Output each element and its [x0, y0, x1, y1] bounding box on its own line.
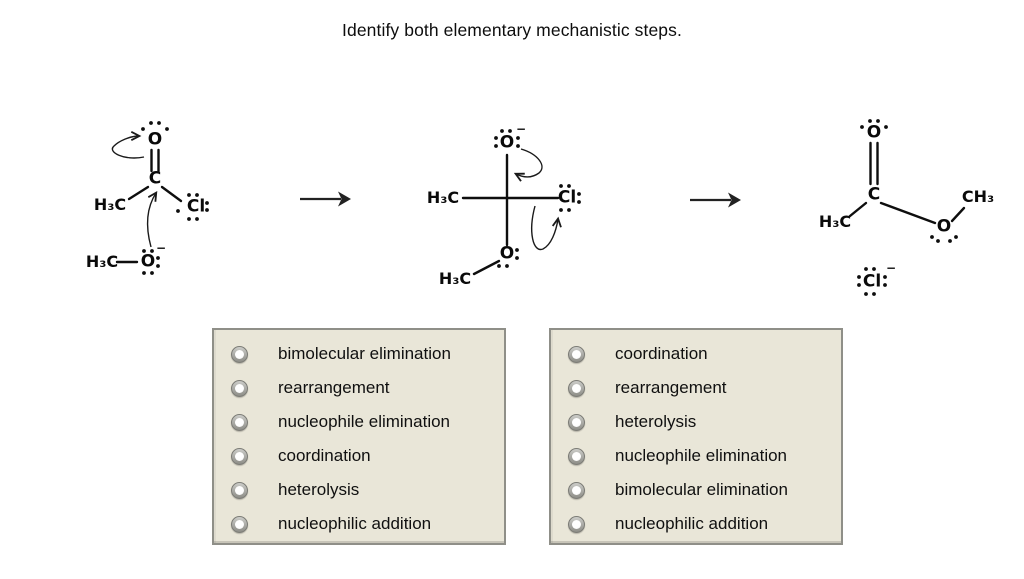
option-row[interactable]: bimolecular elimination	[214, 337, 504, 371]
option-row[interactable]: nucleophilic addition	[214, 507, 504, 541]
negative-charge: −	[515, 122, 527, 136]
option-label: bimolecular elimination	[615, 480, 788, 499]
atom-methyl: H₃C	[426, 188, 460, 207]
structure-intermediate: O − H₃C Cl O H₃C	[400, 110, 620, 300]
radio-button[interactable]	[568, 379, 585, 397]
reaction-arrow-2	[690, 192, 741, 208]
curly-arrows	[111, 136, 156, 248]
option-label: nucleophile elimination	[278, 412, 451, 431]
curly-arrows	[516, 148, 558, 251]
radio-button[interactable]	[568, 481, 585, 499]
radio-button[interactable]	[568, 413, 585, 431]
option-row[interactable]: nucleophile elimination	[214, 405, 504, 439]
negative-charge: −	[885, 261, 897, 275]
bond-lines	[115, 148, 183, 264]
radio-button[interactable]	[231, 515, 248, 533]
option-row[interactable]: nucleophile elimination	[551, 439, 841, 473]
option-label: coordination	[278, 446, 371, 465]
option-label: nucleophilic addition	[278, 514, 432, 533]
option-label: nucleophilic addition	[615, 514, 769, 533]
option-label: rearrangement	[615, 378, 727, 397]
option-label: heterolysis	[615, 412, 697, 431]
atom-oxygen-methoxy: O	[499, 243, 515, 264]
option-row[interactable]: coordination	[214, 439, 504, 473]
option-row[interactable]: nucleophilic addition	[551, 507, 841, 541]
atom-methyl-methoxy: H₃C	[438, 269, 472, 288]
radio-button[interactable]	[231, 413, 248, 431]
atom-carbon: C	[148, 168, 162, 189]
lone-pair-dots	[141, 121, 209, 275]
option-label: bimolecular elimination	[278, 344, 451, 363]
atom-methyl-ester: CH₃	[961, 187, 995, 206]
option-row[interactable]: rearrangement	[551, 371, 841, 405]
option-label: rearrangement	[278, 378, 390, 397]
radio-button[interactable]	[231, 481, 248, 499]
radio-button[interactable]	[231, 345, 248, 363]
negative-charge: −	[155, 241, 167, 255]
lone-pair-dots	[494, 129, 581, 268]
atom-oxygen-nucleophile: O	[140, 251, 156, 272]
atom-chlorine: Cl	[186, 196, 206, 217]
structure-product: O C H₃C O CH₃ Cl −	[800, 100, 1015, 310]
atom-oxygen-anion: O	[499, 132, 515, 153]
radio-button[interactable]	[568, 447, 585, 465]
reaction-arrow-1	[300, 191, 351, 207]
option-label: nucleophile elimination	[615, 446, 788, 465]
options-box-step-2: coordination rearrangement heterolysis n…	[549, 328, 843, 545]
atom-oxygen: O	[147, 129, 163, 150]
options-box-step-1: bimolecular elimination rearrangement nu…	[212, 328, 506, 545]
product-bonds	[848, 119, 966, 296]
atom-methyl: H₃C	[818, 212, 852, 231]
structure-reactant: O C H₃C Cl H₃C O −	[60, 100, 260, 290]
atom-carbon: C	[867, 184, 881, 205]
atom-oxygen-carbonyl: O	[866, 122, 882, 143]
atom-oxygen-ester: O	[936, 216, 952, 237]
option-row[interactable]: coordination	[551, 337, 841, 371]
lone-pair-dots	[857, 119, 958, 296]
atom-methyl: H₃C	[93, 195, 127, 214]
page-title: Identify both elementary mechanistic ste…	[342, 20, 682, 40]
option-label: coordination	[615, 344, 708, 363]
atom-chlorine: Cl	[557, 187, 577, 208]
atom-chloride-ion: Cl	[862, 271, 882, 292]
radio-button[interactable]	[568, 345, 585, 363]
bond-lines	[461, 153, 560, 276]
radio-button[interactable]	[568, 515, 585, 533]
option-row[interactable]: heterolysis	[214, 473, 504, 507]
reactant-bonds-and-arrows	[111, 121, 209, 275]
option-row[interactable]: rearrangement	[214, 371, 504, 405]
intermediate-bonds-and-arrows	[461, 129, 581, 276]
radio-button[interactable]	[231, 379, 248, 397]
option-row[interactable]: heterolysis	[551, 405, 841, 439]
option-row[interactable]: bimolecular elimination	[551, 473, 841, 507]
atom-methyl-nucleophile: H₃C	[85, 252, 119, 271]
bond-lines	[848, 141, 966, 225]
radio-button[interactable]	[231, 447, 248, 465]
option-label: heterolysis	[278, 480, 360, 499]
